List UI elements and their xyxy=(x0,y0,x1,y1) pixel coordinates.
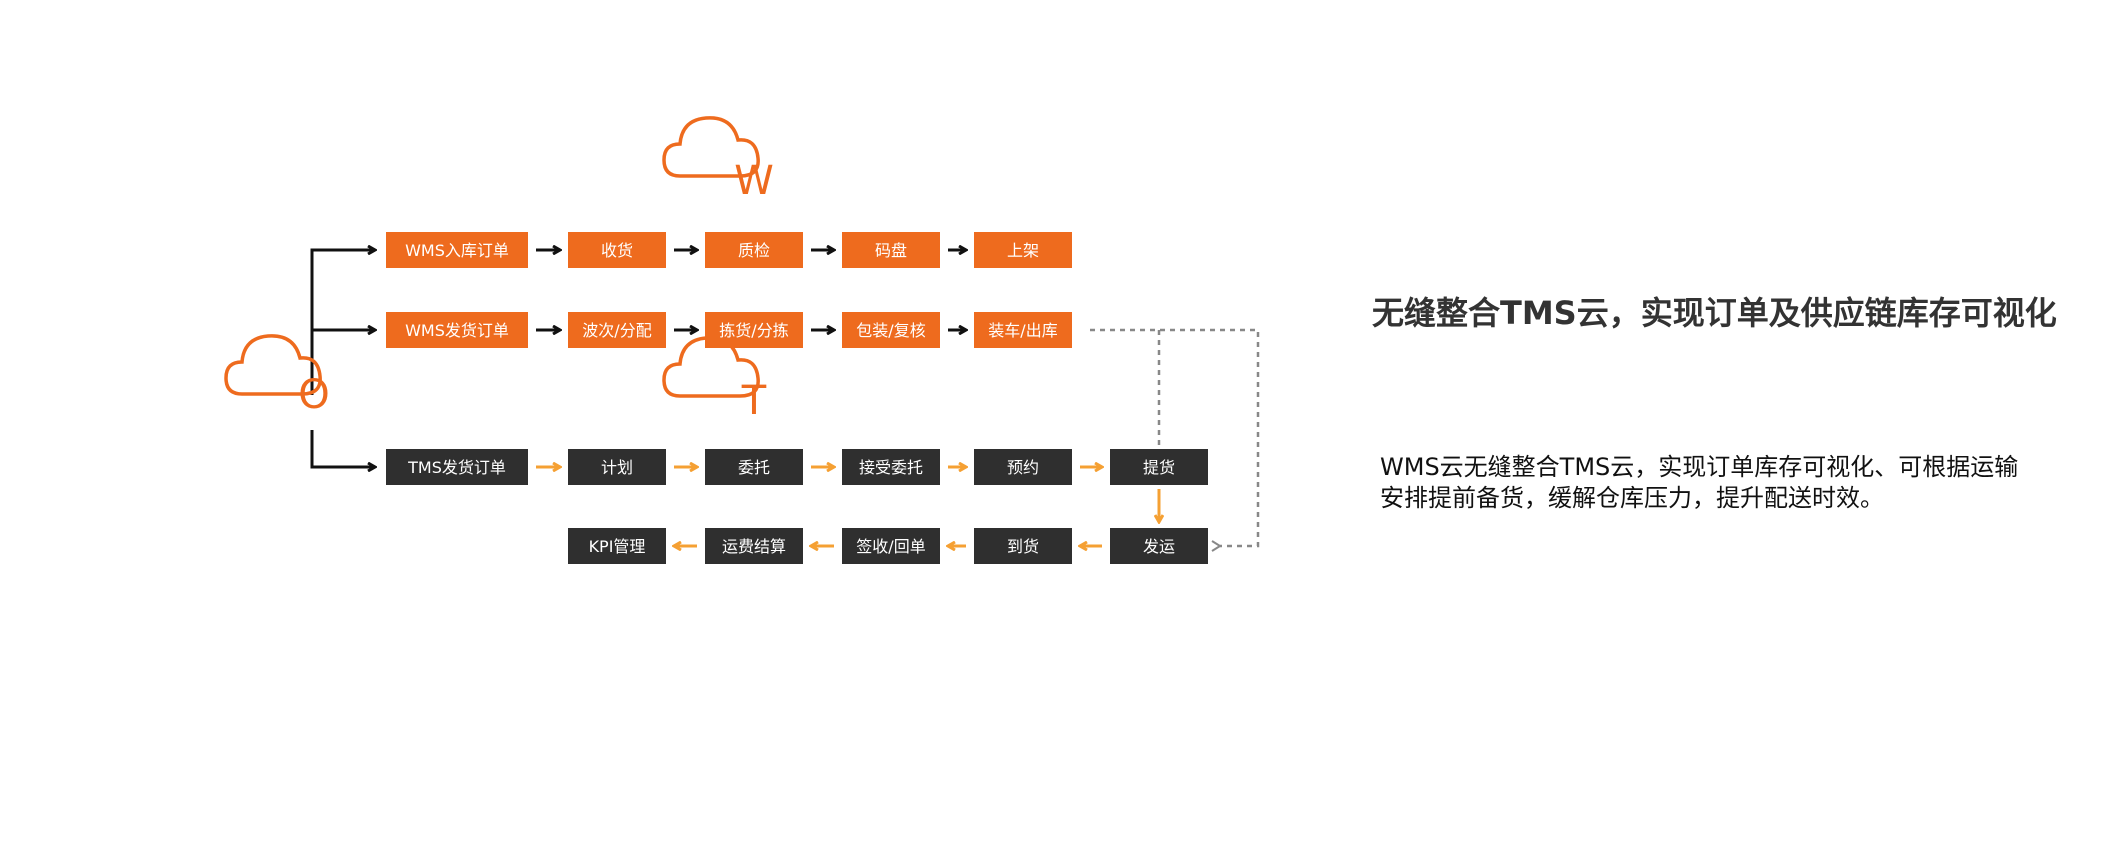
wms-outbound-flow-step-5-box xyxy=(974,312,1072,348)
tms-dispatch-flow-step-6-box xyxy=(1110,449,1208,485)
tms-dispatch-flow-step-2-box xyxy=(568,449,666,485)
wms-inbound-flow-step-5-label: 上架 xyxy=(1007,241,1039,260)
tms-dispatch-flow-step-4-label: 接受委托 xyxy=(859,458,923,477)
tms-cloud-icon: T xyxy=(662,336,767,424)
tms-dispatch-flow-step-3-box xyxy=(705,449,803,485)
wms-inbound-flow-step-5-box xyxy=(974,232,1072,268)
wms-outbound-flow-step-4-label: 包装/复核 xyxy=(856,321,925,340)
tms-return-flow-step-4-box xyxy=(705,528,803,564)
tms-cloud-letter: T xyxy=(741,378,767,424)
wms-inbound-flow-step-1-box xyxy=(386,232,528,268)
tms-dispatch-flow-step-3-label: 委托 xyxy=(738,458,770,477)
wms-inbound-flow-step-2-label: 收货 xyxy=(601,241,633,260)
wms-tms-flow-diagram: O W T WMS入库订单 收货 质检 码盘 上架 WMS发货订单 波次/分配 拣货/分拣 包装… xyxy=(224,116,1260,564)
tms-dispatch-flow-step-5-label: 预约 xyxy=(1007,458,1039,477)
flow-rows: WMS入库订单 收货 质检 码盘 上架 WMS发货订单 波次/分配 拣货/分拣 包装/复核 装车/… xyxy=(386,232,1208,564)
description-line-2: 安排提前备货，缓解仓库压力，提升配送时效。 xyxy=(1380,484,1884,512)
wms-cloud-icon: W xyxy=(662,116,774,204)
wms-outbound-flow-step-1-label: WMS发货订单 xyxy=(405,321,509,340)
wms-inbound-flow-step-2-box xyxy=(568,232,666,268)
wms-inbound-flow-step-3-box xyxy=(705,232,803,268)
origin-cloud-letter: O xyxy=(298,372,329,418)
tms-return-flow-step-5-label: KPI管理 xyxy=(589,537,646,556)
tms-return-flow-step-4-label: 运费结算 xyxy=(722,537,786,556)
wms-inbound-flow-step-4-label: 码盘 xyxy=(875,241,907,260)
wms-cloud-letter: W xyxy=(734,158,774,204)
tms-dispatch-flow-step-2-label: 计划 xyxy=(601,458,633,477)
wms-inbound-flow-step-1-label: WMS入库订单 xyxy=(405,241,509,260)
wms-outbound-flow-step-3-box xyxy=(705,312,803,348)
tms-return-flow-step-1-box xyxy=(1110,528,1208,564)
wms-outbound-flow-step-4-box xyxy=(842,312,940,348)
tms-return-flow-step-5-box xyxy=(568,528,666,564)
tms-return-flow-step-3-box xyxy=(842,528,940,564)
tms-return-flow-step-3-label: 签收/回单 xyxy=(856,537,925,556)
tms-return-flow-step-1-label: 发运 xyxy=(1143,537,1175,556)
headline: 无缝整合TMS云，实现订单及供应链库存可视化 xyxy=(1372,294,2057,332)
wms-outbound-flow-step-1-box xyxy=(386,312,528,348)
tms-return-flow-step-2-label: 到货 xyxy=(1007,537,1039,556)
origin-cloud-icon: O xyxy=(224,334,330,418)
description: WMS云无缝整合TMS云，实现订单库存可视化、可根据运输 安排提前备货，缓解仓库… xyxy=(1380,452,2100,514)
description-line-1: WMS云无缝整合TMS云，实现订单库存可视化、可根据运输 xyxy=(1380,453,2019,481)
wms-outbound-flow-step-3-label: 拣货/分拣 xyxy=(719,321,788,340)
wms-outbound-flow-step-2-label: 波次/分配 xyxy=(582,321,651,340)
wms-inbound-flow-step-3-label: 质检 xyxy=(738,241,770,260)
tms-dispatch-flow-step-1-box xyxy=(386,449,528,485)
origin-branch-lines xyxy=(310,250,375,467)
tms-dispatch-flow-step-4-box xyxy=(842,449,940,485)
tms-dispatch-flow-step-1-label: TMS发货订单 xyxy=(407,458,506,477)
tms-dispatch-flow-step-5-box xyxy=(974,449,1072,485)
dashed-connectors xyxy=(1090,328,1260,552)
wms-outbound-flow-step-5-label: 装车/出库 xyxy=(988,321,1057,340)
wms-outbound-flow-step-2-box xyxy=(568,312,666,348)
tms-return-flow-step-2-box xyxy=(974,528,1072,564)
wms-inbound-flow-step-4-box xyxy=(842,232,940,268)
tms-dispatch-flow-step-6-label: 提货 xyxy=(1143,458,1175,477)
